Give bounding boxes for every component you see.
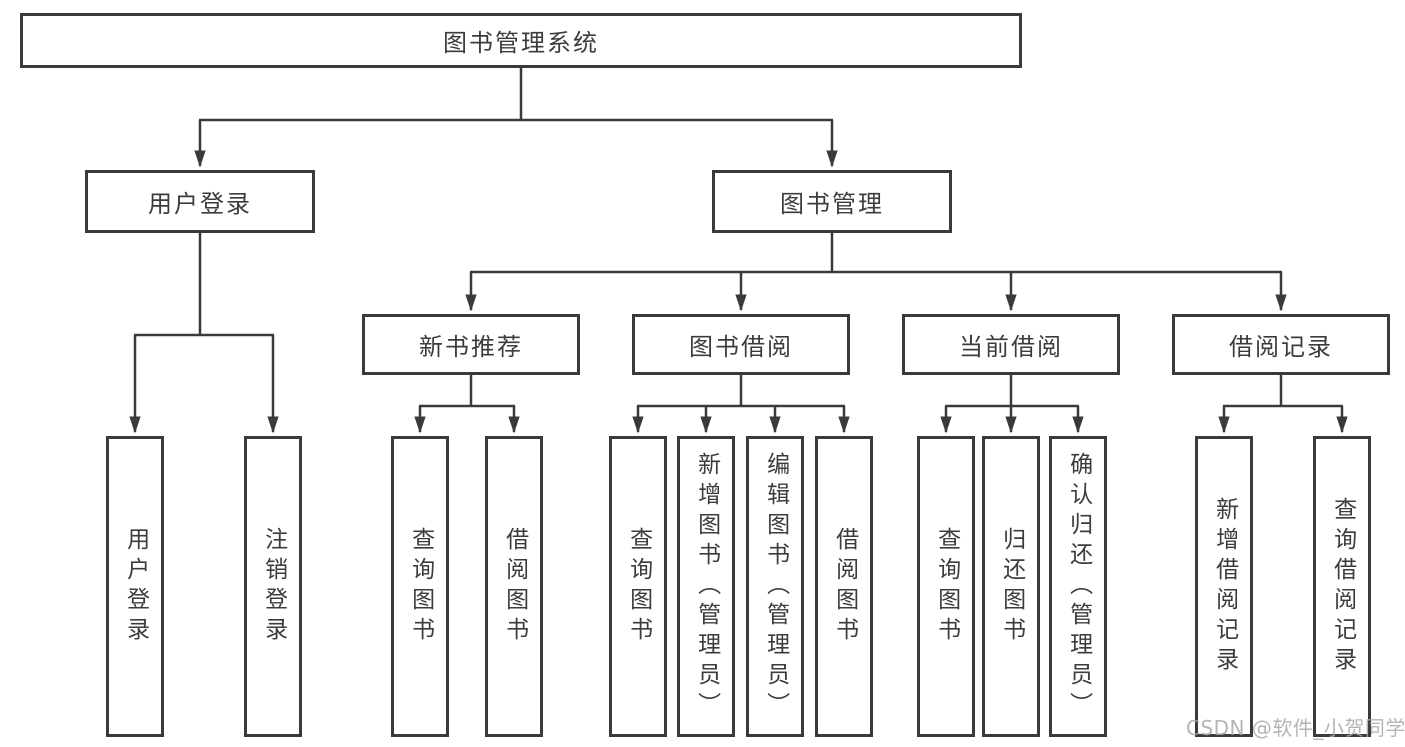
node-book-borrow-label: 图书借阅 <box>689 333 793 361</box>
leaf-current-query-books-label: 查询图书 <box>933 526 960 647</box>
node-book-borrow: 图书借阅 <box>632 314 850 375</box>
connector-book-borrow-split <box>632 375 850 434</box>
leaf-recommend-query-books-label: 查询图书 <box>407 526 434 647</box>
node-new-book-recommend-label: 新书推荐 <box>419 333 523 361</box>
node-new-book-recommend: 新书推荐 <box>362 314 580 375</box>
leaf-user-login: 用户登录 <box>106 436 164 737</box>
leaf-add-book-admin: 新增图书（管理员） <box>677 436 735 737</box>
node-borrow-records: 借阅记录 <box>1172 314 1390 375</box>
node-user-login-label: 用户登录 <box>148 190 252 218</box>
leaf-borrow-books-label: 借阅图书 <box>831 526 858 647</box>
leaf-logout: 注销登录 <box>244 436 302 737</box>
leaf-borrow-books: 借阅图书 <box>815 436 873 737</box>
csdn-watermark: CSDN @软件_小贺同学 <box>1186 716 1405 740</box>
connector-user-login-split <box>129 233 279 434</box>
node-borrow-records-label: 借阅记录 <box>1229 333 1333 361</box>
node-user-login: 用户登录 <box>85 170 315 233</box>
leaf-query-borrow-record: 查询借阅记录 <box>1313 436 1371 737</box>
node-book-management: 图书管理 <box>712 170 952 233</box>
connector-book-management-split <box>465 233 1287 312</box>
leaf-confirm-return-admin: 确认归还（管理员） <box>1049 436 1107 737</box>
node-book-management-label: 图书管理 <box>780 190 884 218</box>
connector-borrow-records-split <box>1218 375 1348 434</box>
leaf-borrow-query-books: 查询图书 <box>609 436 667 737</box>
node-root-system: 图书管理系统 <box>20 13 1022 68</box>
node-current-borrow-label: 当前借阅 <box>959 333 1063 361</box>
leaf-logout-label: 注销登录 <box>260 526 287 647</box>
leaf-query-borrow-record-label: 查询借阅记录 <box>1329 496 1356 677</box>
leaf-recommend-query-books: 查询图书 <box>391 436 449 737</box>
connector-root-split <box>194 68 838 168</box>
leaf-add-borrow-record-label: 新增借阅记录 <box>1211 496 1238 677</box>
leaf-return-book-label: 归还图书 <box>998 526 1025 647</box>
leaf-edit-book-admin-label: 编辑图书（管理员） <box>762 451 789 722</box>
node-root-system-label: 图书管理系统 <box>443 29 599 57</box>
leaf-recommend-borrow-books-label: 借阅图书 <box>501 526 528 647</box>
node-current-borrow: 当前借阅 <box>902 314 1120 375</box>
leaf-current-query-books: 查询图书 <box>917 436 975 737</box>
leaf-return-book: 归还图书 <box>982 436 1040 737</box>
leaf-add-book-admin-label: 新增图书（管理员） <box>693 451 720 722</box>
leaf-recommend-borrow-books: 借阅图书 <box>485 436 543 737</box>
connector-current-borrow-split <box>940 375 1084 434</box>
leaf-add-borrow-record: 新增借阅记录 <box>1195 436 1253 737</box>
leaf-borrow-query-books-label: 查询图书 <box>625 526 652 647</box>
leaf-confirm-return-admin-label: 确认归还（管理员） <box>1065 451 1092 722</box>
leaf-edit-book-admin: 编辑图书（管理员） <box>746 436 804 737</box>
connector-new-book-recommend-split <box>414 375 520 434</box>
leaf-user-login-label: 用户登录 <box>122 526 149 647</box>
